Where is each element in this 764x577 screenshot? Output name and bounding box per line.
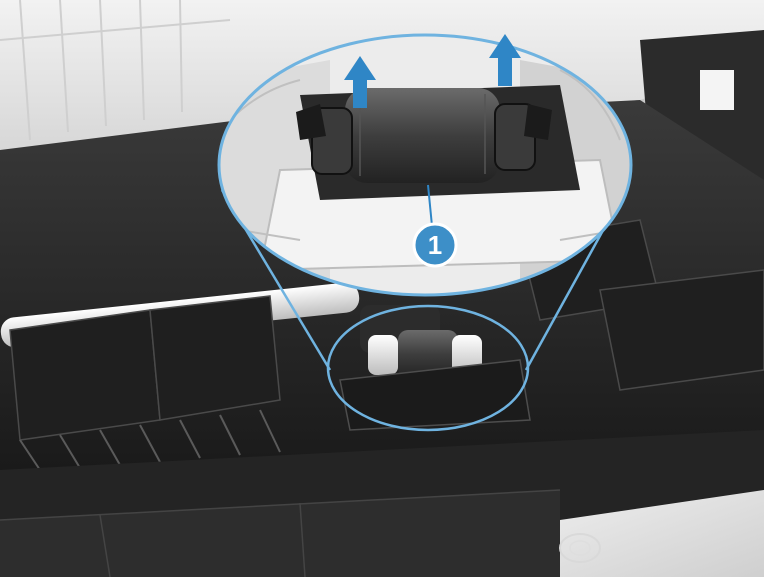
arrow-up-icon — [489, 34, 521, 86]
embossed-logo — [559, 533, 601, 563]
feed-guides-right — [519, 219, 764, 391]
callout-number: 1 — [428, 230, 442, 260]
callout-leader-line — [427, 184, 433, 227]
right-bracket-window — [700, 70, 734, 110]
top-cover-ribs — [0, 0, 231, 141]
lower-housing-edges — [0, 489, 561, 577]
arrow-up-icon — [344, 56, 376, 108]
feed-guides-left — [9, 295, 281, 441]
pickup-roller-small — [339, 305, 531, 431]
callout-badge — [412, 222, 458, 268]
lower-housing — [0, 490, 560, 577]
ridge-pattern — [19, 409, 281, 471]
